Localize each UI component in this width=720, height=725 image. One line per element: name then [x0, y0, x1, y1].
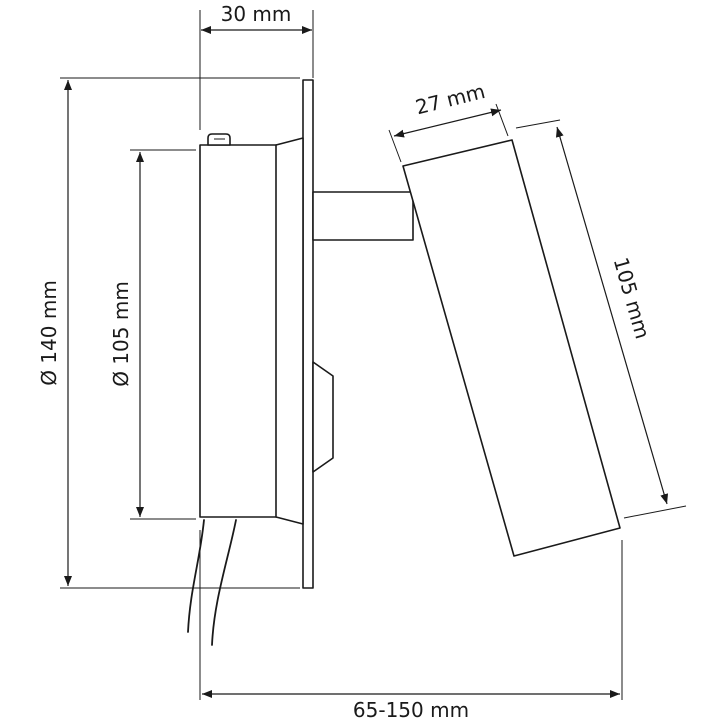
- cable-right: [211, 519, 237, 646]
- ext-head-left: [388, 129, 402, 163]
- label-reach: 65-150 mm: [353, 698, 469, 720]
- lamp-head: [402, 139, 621, 557]
- ext-head-right: [495, 103, 509, 137]
- dim-line-head-diameter: [393, 108, 502, 138]
- extension-lines: [60, 10, 687, 700]
- label-base-diameter: Ø 105 mm: [109, 281, 133, 387]
- cable-left: [187, 519, 205, 633]
- rocker-switch: [312, 361, 334, 473]
- dimension-lines: [64, 26, 669, 698]
- label-depth-base: 30 mm: [221, 2, 292, 26]
- base-housing: [199, 144, 281, 518]
- ext-length-bottom: [623, 505, 687, 519]
- wall-plate: [302, 79, 314, 589]
- dim-line-head-length: [555, 126, 669, 505]
- ext-length-top: [515, 119, 561, 129]
- label-plate-diameter: Ø 140 mm: [37, 280, 61, 386]
- lamp-body: [187, 79, 621, 646]
- mounting-ring: [275, 137, 304, 525]
- label-head-diameter: 27 mm: [413, 79, 487, 119]
- lamp-arm: [312, 191, 414, 241]
